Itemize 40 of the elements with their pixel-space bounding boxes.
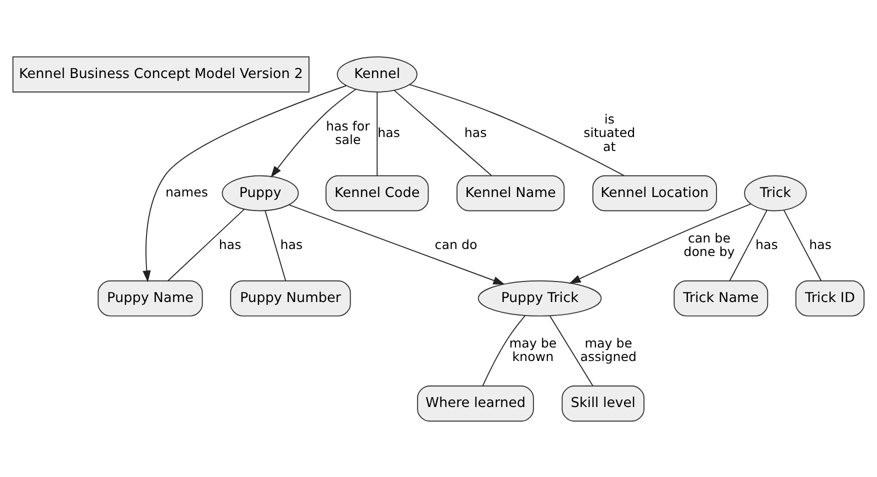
edge-label: may be assigned <box>580 334 637 364</box>
arrow <box>270 88 356 178</box>
edge-label: may be known <box>509 334 557 364</box>
edge-label: can do <box>434 236 478 252</box>
node-ellipse: Puppy <box>222 174 299 211</box>
node-box: Kennel Business Concept Model Version 2 <box>12 56 310 92</box>
node-box: Puppy Number <box>230 280 351 316</box>
arrow <box>142 84 347 282</box>
edge-label: is situated at <box>584 111 636 154</box>
connector <box>729 209 768 281</box>
connector <box>376 91 378 176</box>
node-box: Puppy Name <box>98 280 203 316</box>
connector <box>549 314 594 386</box>
edge-label: names <box>166 184 208 200</box>
connector <box>168 208 245 281</box>
connector <box>783 209 822 281</box>
arrow <box>569 203 752 284</box>
node-box: Trick ID <box>795 280 865 316</box>
node-ellipse: Kennel <box>336 56 418 92</box>
node-box: Kennel Code <box>326 174 429 211</box>
edge-label: has <box>756 236 778 252</box>
edge-label: can be done by <box>684 230 735 258</box>
node-box: Where learned <box>417 385 534 422</box>
node-box: Skill level <box>562 385 644 422</box>
node-box: Kennel Name <box>456 174 565 211</box>
edge-label: has for sale <box>326 118 370 146</box>
edge-label: has <box>218 236 242 252</box>
edge-label: has <box>378 124 400 140</box>
node-box: Kennel Location <box>592 174 718 211</box>
connector <box>394 89 492 176</box>
connector <box>482 314 526 386</box>
node-ellipse: Trick <box>744 174 807 211</box>
connector <box>409 84 625 176</box>
edge-label: has <box>809 236 832 252</box>
edge-label: has <box>464 124 487 140</box>
node-ellipse: Puppy Trick <box>478 280 602 316</box>
connector <box>264 210 286 281</box>
node-box: Trick Name <box>674 280 768 316</box>
edge-label: has <box>280 236 303 252</box>
arrow <box>288 204 505 284</box>
